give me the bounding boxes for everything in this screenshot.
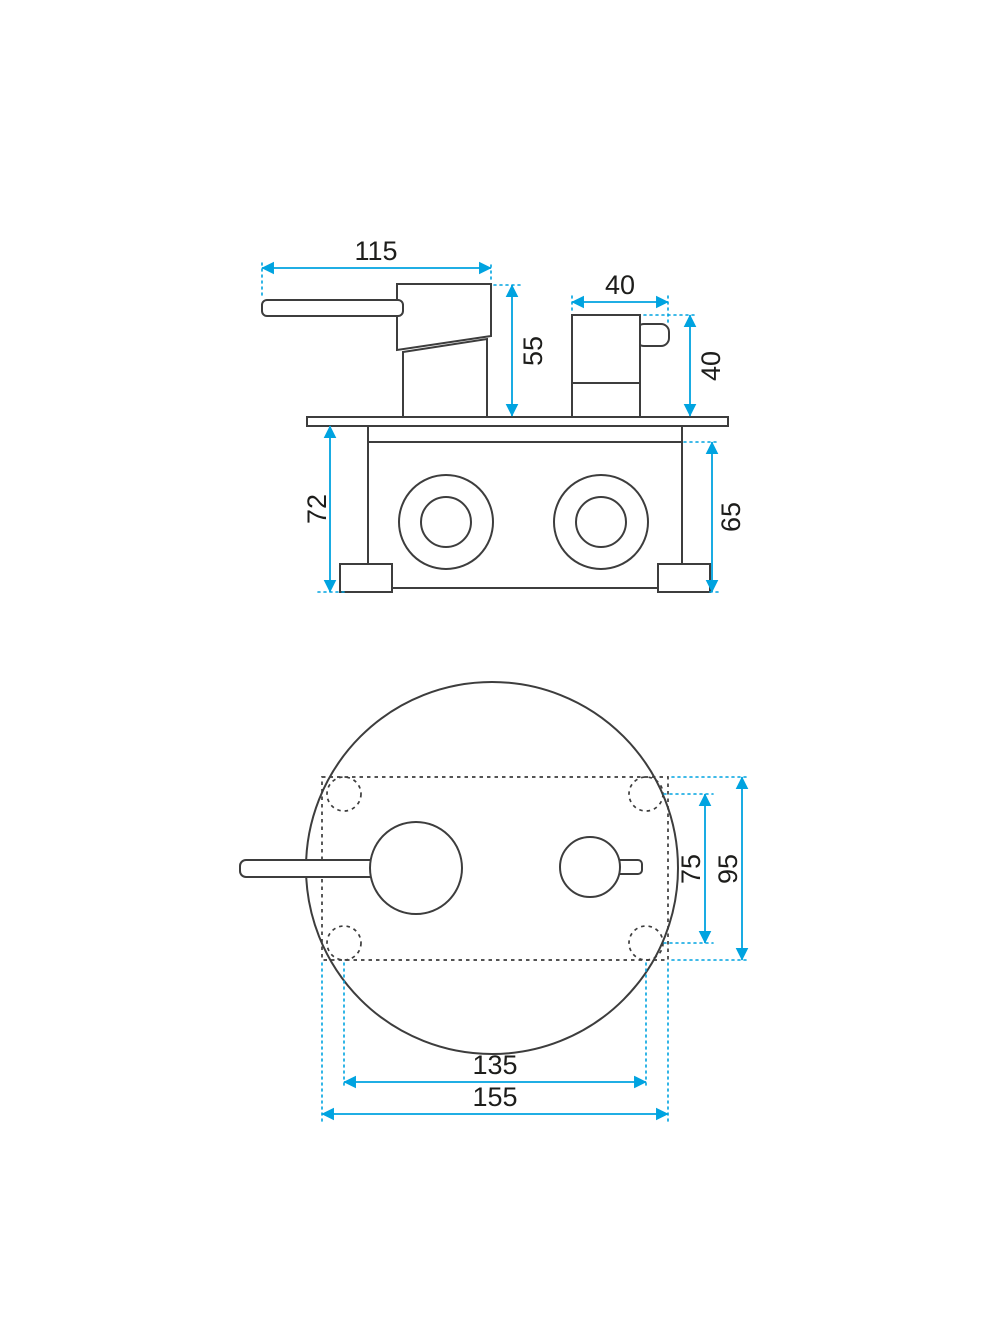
recessed-box [367,425,683,589]
concealed-box-outline [321,776,669,961]
dimension-value: 55 [518,336,548,366]
dimension-value: 40 [696,351,726,381]
dimension-value: 40 [605,270,635,300]
screw-hole-top-left [326,776,362,812]
dimension-value: 75 [676,854,706,884]
right-foot [657,563,711,593]
screw-hole-top-right [628,776,664,812]
plan-view: 75 95 135 155 [239,681,751,1122]
dim-hole-spacing-horizontal: 135 [343,962,647,1090]
screw-hole-bottom-left [326,925,362,961]
dim-box-total-depth: 72 [302,425,349,593]
dimension-value: 65 [716,502,746,532]
dim-lever-length: 115 [261,236,492,296]
dim-plate-height: 95 [671,776,751,961]
dimension-value: 155 [472,1082,517,1112]
right-valve-inner-circle [575,496,627,548]
handle-hub [396,283,492,352]
left-foot [339,563,393,593]
dim-plate-width: 155 [321,962,669,1122]
dim-diverter-height: 40 [643,314,726,417]
dim-diverter-width: 40 [571,270,669,323]
dimension-value: 135 [472,1050,517,1080]
plan-mixer-base-circle [369,821,463,915]
dim-hole-spacing-vertical: 75 [663,793,714,944]
dim-mixer-height: 55 [493,284,548,417]
side-view: 115 40 55 40 72 [261,236,746,593]
dimension-value: 115 [354,236,397,266]
right-valve-outer-circle [553,474,649,570]
diverter-body [571,314,641,419]
dimension-value: 72 [302,494,332,524]
left-valve-outer-circle [398,474,494,570]
plan-diverter-circle [559,836,621,898]
dim-box-inner-depth: 65 [683,441,746,593]
mounting-plate [306,416,729,427]
screw-hole-bottom-right [628,925,664,961]
dimension-value: 95 [713,854,743,884]
mixer-cylinder [402,337,488,419]
handle-lever [261,299,404,317]
left-valve-inner-circle [420,496,472,548]
